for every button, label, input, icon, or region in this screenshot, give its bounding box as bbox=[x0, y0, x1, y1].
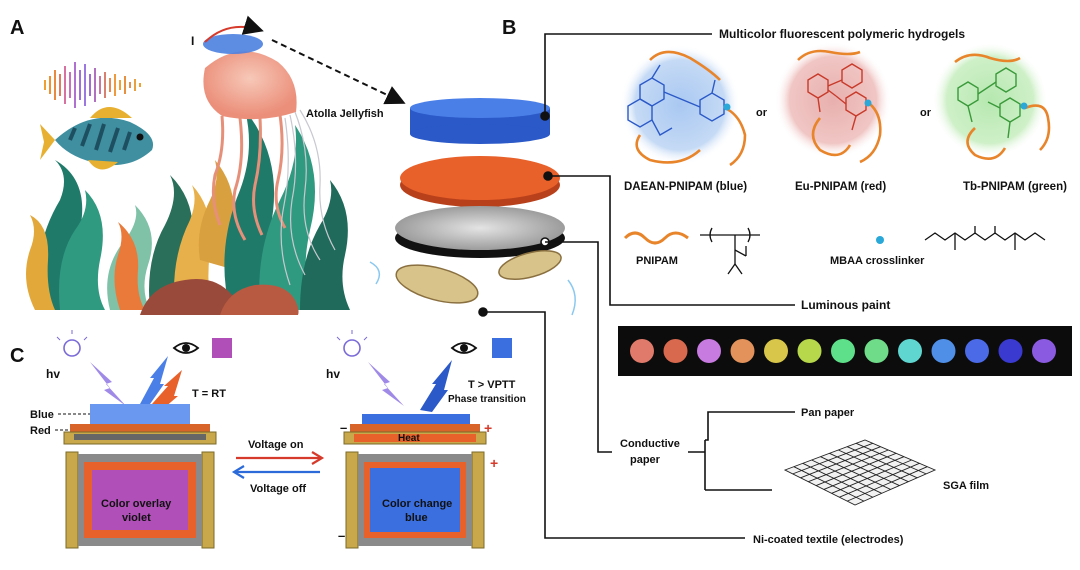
right-device bbox=[343, 414, 487, 549]
plus-sign-right: + bbox=[490, 455, 498, 471]
blue-swatch bbox=[492, 338, 512, 358]
left-device bbox=[63, 404, 217, 549]
palette-dot bbox=[898, 339, 922, 363]
crosslinker-legend-icon bbox=[876, 236, 884, 244]
panel-label-c: C bbox=[10, 345, 24, 367]
change-label-1: Color change bbox=[382, 498, 452, 510]
eu-label: Eu-PNIPAM (red) bbox=[795, 181, 886, 193]
palette-dot bbox=[697, 339, 721, 363]
heat-label: Heat bbox=[398, 433, 420, 444]
jellyfish-label: Atolla Jellyfish bbox=[306, 108, 384, 120]
blue-hydrogel-layer bbox=[410, 98, 550, 144]
hv-label-right: hv bbox=[326, 367, 340, 381]
conductive-label-1: Conductive bbox=[620, 438, 680, 450]
change-label-2: blue bbox=[405, 512, 428, 524]
pan-paper-label: Pan paper bbox=[801, 407, 855, 419]
palette-dot bbox=[797, 339, 822, 363]
tb-label: Tb-PNIPAM (green) bbox=[963, 181, 1067, 193]
rocks-icon bbox=[140, 279, 299, 315]
palette-dot bbox=[965, 339, 989, 363]
pnipam-chain-red bbox=[797, 49, 882, 164]
eye-icon bbox=[450, 342, 478, 354]
light-symbol: I bbox=[191, 34, 194, 48]
phase-transition-label: Phase transition bbox=[448, 394, 526, 405]
incoming-light-icon bbox=[368, 362, 404, 406]
palette-dot bbox=[730, 339, 755, 363]
sound-wave-icon bbox=[44, 62, 141, 108]
light-spot-icon bbox=[203, 34, 263, 54]
voltage-off-label: Voltage off bbox=[250, 483, 306, 495]
eu-molecule-icon bbox=[807, 63, 867, 131]
red-hydrogel-layer bbox=[400, 156, 560, 207]
green-glow bbox=[932, 42, 1048, 158]
crosslinker-dot bbox=[723, 103, 731, 111]
palette-dot bbox=[931, 339, 956, 363]
reflected-blue-light-icon bbox=[420, 360, 452, 412]
device-layer-stack bbox=[369, 98, 576, 316]
zoom-arrow bbox=[271, 39, 406, 105]
hydrogels-title: Multicolor fluorescent polymeric hydroge… bbox=[719, 27, 965, 41]
palette-dot bbox=[1032, 339, 1056, 363]
ni-textile-label: Ni-coated textile (electrodes) bbox=[753, 534, 904, 546]
crosslinker-dot bbox=[864, 99, 872, 107]
mbaa-structure-icon bbox=[924, 226, 1046, 250]
t-rt-label: T = RT bbox=[192, 388, 226, 400]
violet-swatch bbox=[212, 338, 232, 358]
light-bulb-icon bbox=[336, 330, 368, 357]
incoming-light-icon bbox=[90, 362, 126, 406]
hv-label-left: hv bbox=[46, 367, 60, 381]
palette-dot bbox=[630, 339, 654, 363]
pnipam-label: PNIPAM bbox=[636, 255, 678, 267]
palette-dots bbox=[630, 339, 1056, 363]
grey-paint-layer bbox=[395, 206, 565, 258]
reflected-red-light-icon bbox=[152, 370, 182, 408]
palette-dot bbox=[764, 339, 788, 363]
blue-layer-label: Blue bbox=[30, 409, 54, 421]
pnipam-chain-green bbox=[954, 53, 1051, 160]
voltage-on-label: Voltage on bbox=[248, 439, 304, 451]
red-layer-label: Red bbox=[30, 425, 51, 437]
luminous-paint-label: Luminous paint bbox=[801, 298, 890, 312]
red-glow bbox=[775, 42, 891, 158]
seaweed-icon bbox=[26, 110, 350, 310]
blue-glow bbox=[620, 45, 740, 165]
t-vptt-label: T > VPTT bbox=[468, 379, 516, 391]
panel-label-b: B bbox=[502, 17, 516, 39]
daean-molecule-icon bbox=[627, 64, 725, 136]
textile-electrode-icon bbox=[369, 250, 576, 316]
light-bulb-icon bbox=[56, 330, 88, 357]
palette-dot bbox=[864, 339, 889, 363]
palette-dot bbox=[998, 339, 1023, 363]
panel-label-a: A bbox=[10, 17, 24, 39]
daean-label: DAEAN-PNIPAM (blue) bbox=[624, 181, 747, 193]
plus-sign-top: + bbox=[484, 420, 492, 436]
or-label-1: or bbox=[756, 107, 768, 119]
conductive-label-2: paper bbox=[630, 454, 661, 466]
pnipam-structure-icon bbox=[700, 227, 760, 275]
palette-dot bbox=[831, 339, 855, 363]
mbaa-label: MBAA crosslinker bbox=[830, 255, 925, 267]
minus-sign-top: – bbox=[340, 420, 347, 435]
reflected-blue-light-icon bbox=[140, 356, 168, 404]
connector-lines bbox=[478, 33, 795, 539]
overlay-label-2: violet bbox=[122, 512, 151, 524]
overlay-label-1: Color overlay bbox=[101, 498, 172, 510]
pnipam-chain-blue bbox=[635, 50, 747, 167]
sga-film-label: SGA film bbox=[943, 480, 989, 492]
rotation-arrow-icon bbox=[204, 15, 264, 43]
tb-molecule-icon bbox=[957, 67, 1021, 139]
sga-film-icon bbox=[783, 439, 937, 506]
crosslinker-dot bbox=[1020, 102, 1028, 110]
palette-dot bbox=[663, 339, 688, 363]
or-label-2: or bbox=[920, 107, 932, 119]
fish-icon bbox=[40, 107, 154, 170]
pnipam-legend-icon bbox=[623, 231, 689, 245]
minus-sign-bottom: – bbox=[338, 528, 345, 543]
jellyfish-icon bbox=[203, 34, 336, 286]
eye-icon bbox=[172, 342, 200, 354]
